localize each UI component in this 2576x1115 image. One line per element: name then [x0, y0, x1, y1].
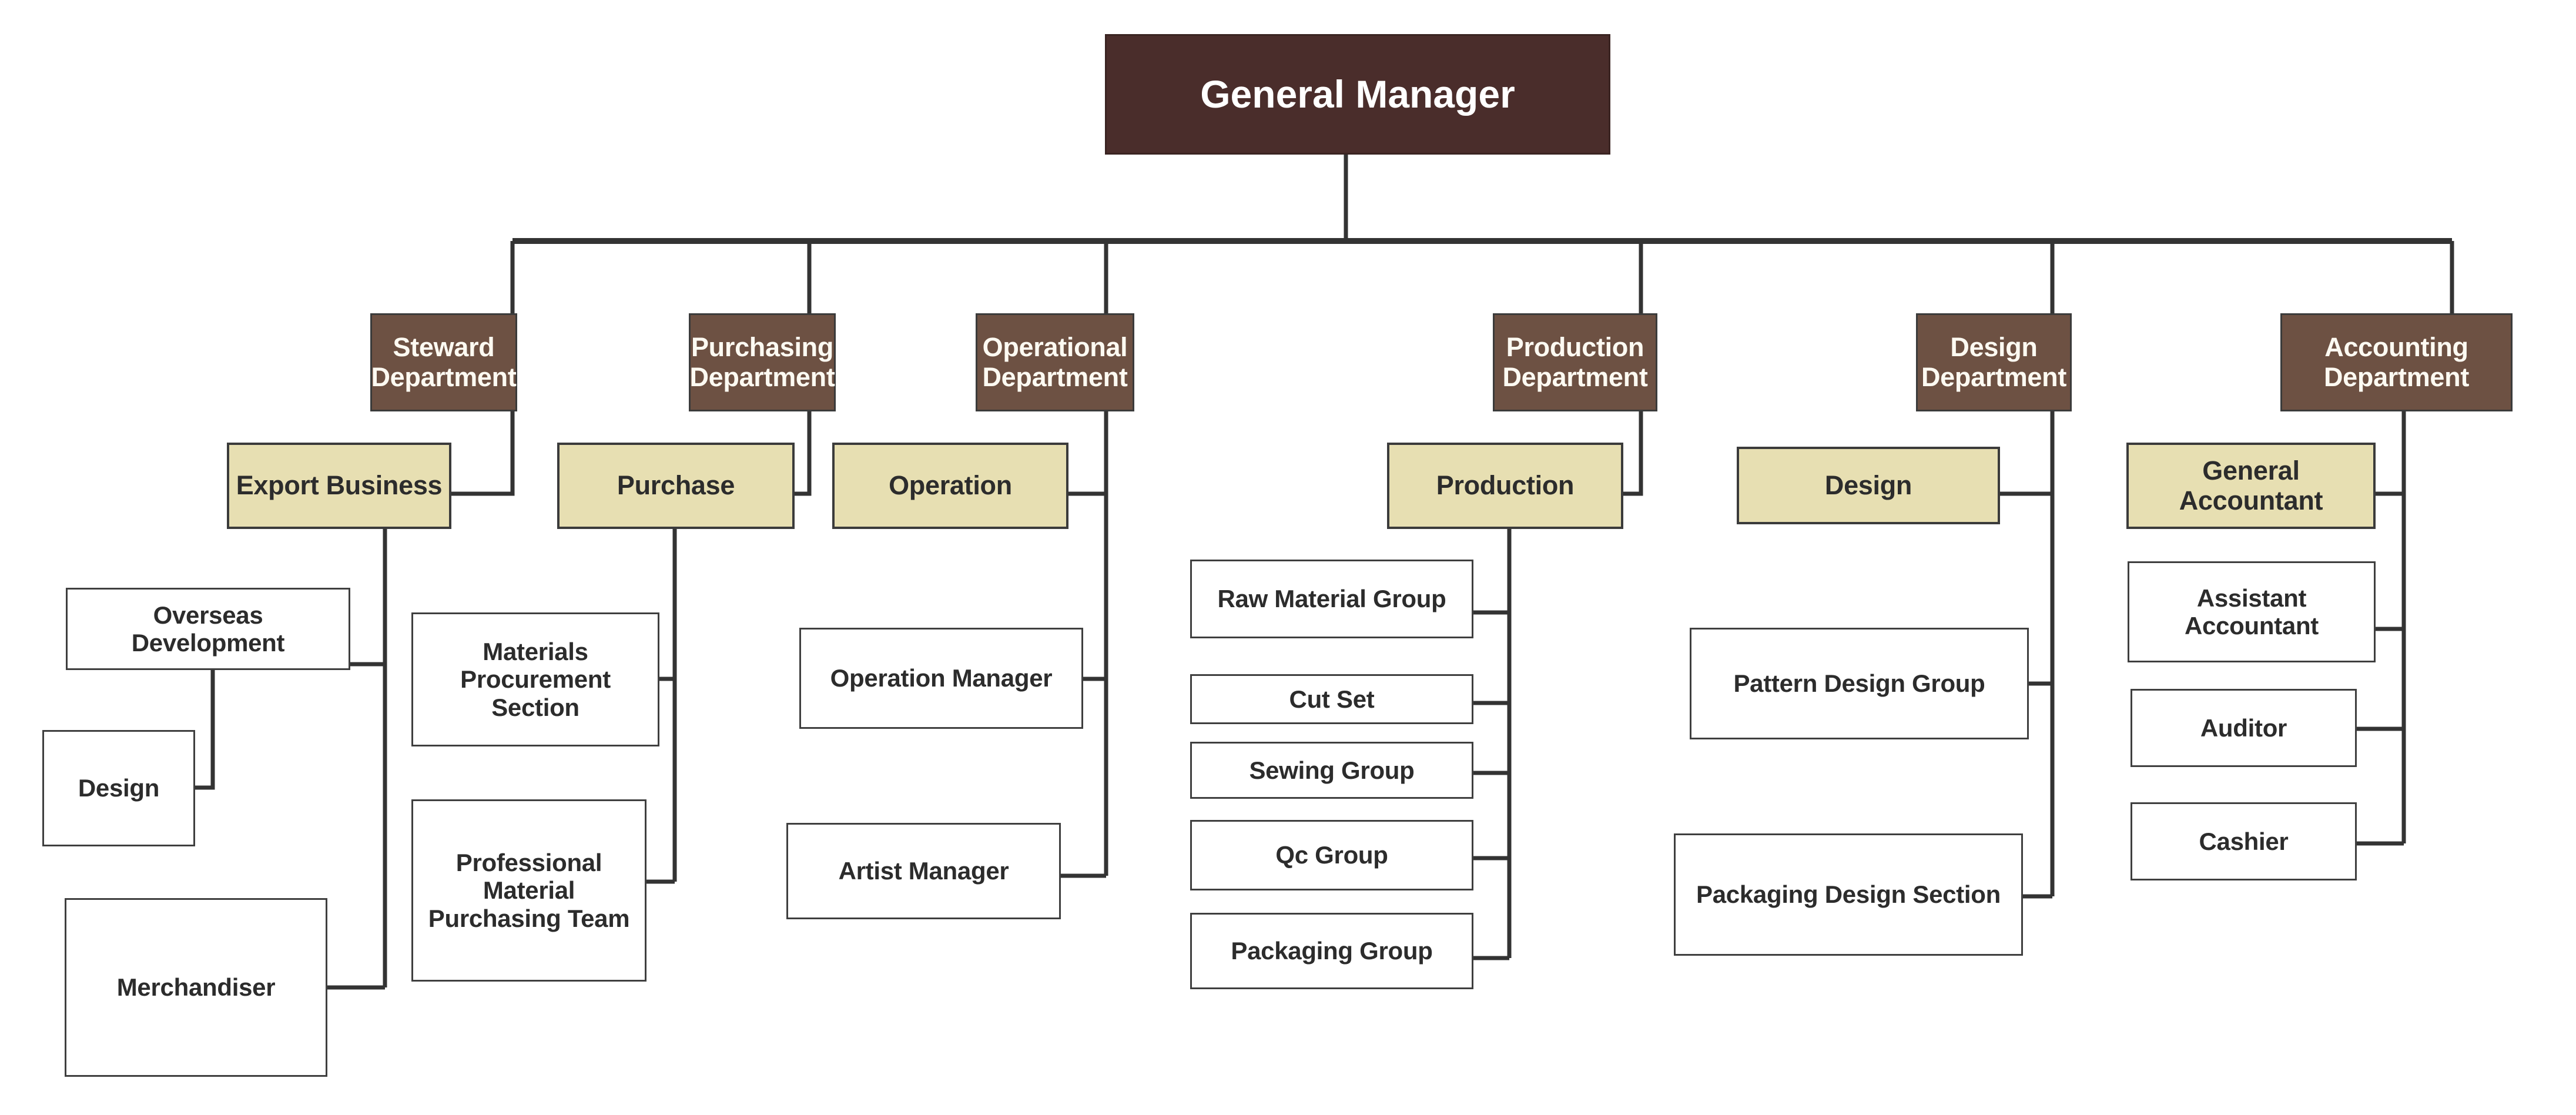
- leaf-professional-material-purchasing-team[interactable]: Professional Material Purchasing Team: [411, 799, 646, 982]
- node-label: Overseas Development: [131, 601, 285, 657]
- leaf-assistant-accountant[interactable]: Assistant Accountant: [2128, 561, 2376, 662]
- node-label: Cut Set: [1289, 685, 1375, 713]
- node-label: Purchasing Department: [689, 332, 835, 392]
- node-label: Artist Manager: [838, 857, 1009, 885]
- node-label: Design: [1824, 470, 1912, 500]
- node-label: Merchandiser: [116, 973, 276, 1002]
- leaf-packaging-design-section[interactable]: Packaging Design Section: [1674, 833, 2023, 956]
- node-operational-department[interactable]: Operational Department: [976, 313, 1134, 411]
- node-steward-department[interactable]: Steward Department: [370, 313, 517, 411]
- node-export-business[interactable]: Export Business: [227, 443, 451, 529]
- leaf-materials-procurement-section[interactable]: Materials Procurement Section: [411, 612, 659, 746]
- node-label: Cashier: [2199, 827, 2289, 855]
- node-label: Qc Group: [1275, 841, 1388, 869]
- leaf-auditor[interactable]: Auditor: [2131, 689, 2357, 767]
- node-general-manager[interactable]: General Manager: [1105, 34, 1610, 155]
- leaf-operation-manager[interactable]: Operation Manager: [799, 628, 1083, 729]
- node-label: Export Business: [236, 470, 443, 501]
- node-label: Operation Manager: [830, 664, 1053, 692]
- leaf-raw-material-group[interactable]: Raw Material Group: [1190, 560, 1473, 638]
- node-label: Production: [1436, 470, 1575, 501]
- node-production-department[interactable]: Production Department: [1493, 313, 1657, 411]
- leaf-artist-manager[interactable]: Artist Manager: [786, 823, 1061, 919]
- leaf-merchandiser[interactable]: Merchandiser: [65, 898, 327, 1077]
- node-operation[interactable]: Operation: [832, 443, 1068, 529]
- node-label: Design Department: [1921, 332, 2067, 392]
- node-label: Assistant Accountant: [2184, 584, 2319, 639]
- node-design-department[interactable]: Design Department: [1916, 313, 2072, 411]
- node-production[interactable]: Production: [1387, 443, 1623, 529]
- node-label: Design: [78, 774, 160, 802]
- node-label: Packaging Group: [1231, 937, 1433, 965]
- node-label: Steward Department: [371, 332, 517, 392]
- node-label: Accounting Department: [2323, 332, 2470, 392]
- node-design-section[interactable]: Design: [1737, 447, 2000, 524]
- node-label: General Accountant: [2179, 456, 2323, 515]
- leaf-packaging-group[interactable]: Packaging Group: [1190, 913, 1473, 989]
- leaf-pattern-design-group[interactable]: Pattern Design Group: [1690, 628, 2029, 739]
- node-label: Operational Department: [982, 332, 1128, 392]
- leaf-cut-set[interactable]: Cut Set: [1190, 674, 1473, 724]
- node-label: Professional Material Purchasing Team: [428, 849, 630, 932]
- node-label: Auditor: [2200, 714, 2287, 742]
- node-label: Materials Procurement Section: [460, 638, 611, 721]
- leaf-steward-design[interactable]: Design: [42, 730, 195, 846]
- node-label: Packaging Design Section: [1696, 880, 2001, 909]
- node-label: Raw Material Group: [1217, 585, 1446, 613]
- node-label: Purchase: [617, 470, 735, 501]
- node-label: General Manager: [1200, 72, 1515, 116]
- leaf-overseas-development[interactable]: Overseas Development: [66, 588, 350, 670]
- node-label: Pattern Design Group: [1733, 669, 1985, 698]
- node-label: Production Department: [1502, 332, 1648, 392]
- node-label: Sewing Group: [1249, 756, 1415, 784]
- leaf-qc-group[interactable]: Qc Group: [1190, 820, 1473, 890]
- node-label: Operation: [889, 470, 1012, 501]
- leaf-sewing-group[interactable]: Sewing Group: [1190, 742, 1473, 799]
- node-general-accountant[interactable]: General Accountant: [2126, 443, 2376, 529]
- node-purchasing-department[interactable]: Purchasing Department: [689, 313, 836, 411]
- node-purchase[interactable]: Purchase: [557, 443, 795, 529]
- node-accounting-department[interactable]: Accounting Department: [2280, 313, 2513, 411]
- leaf-cashier[interactable]: Cashier: [2131, 802, 2357, 880]
